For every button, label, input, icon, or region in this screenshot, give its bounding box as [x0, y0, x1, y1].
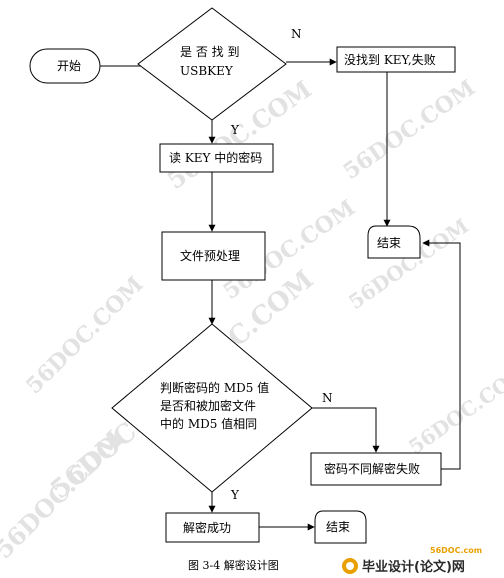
label-md5-no: N	[322, 391, 333, 405]
decision-md5-line2: 是否和被加密文件	[160, 398, 256, 413]
label-md5-yes: Y	[230, 488, 240, 502]
decision-md5-line1: 判断密码的 MD5 值	[160, 380, 269, 395]
logo-badge-inner-icon	[346, 562, 354, 570]
watermark-text: 56DOC.COM	[21, 271, 149, 399]
decision-md5: 判断密码的 MD5 值 是否和被加密文件 中的 MD5 值相同	[111, 323, 313, 493]
read-key-box: 读 KEY 中的密码	[159, 143, 274, 173]
not-found-fail-label: 没找到 KEY,失败	[344, 52, 436, 67]
end-node-top: 结束	[367, 225, 421, 259]
label-usbkey-no: N	[291, 27, 302, 41]
label-usbkey-yes: Y	[230, 123, 240, 137]
not-found-fail-box: 没找到 KEY,失败	[336, 46, 456, 73]
file-preprocess-label: 文件预处理	[180, 248, 240, 263]
end-node-bottom: 结束	[314, 510, 367, 544]
decrypt-ok-label: 解密成功	[183, 520, 231, 535]
start-label: 开始	[57, 59, 81, 73]
end-bottom-label: 结束	[326, 520, 350, 534]
decision-usbkey-line1: 是 否 找 到	[180, 45, 239, 59]
watermark-text: 56DOC.COM	[339, 75, 481, 185]
decision-usbkey-line2: USBKEY	[180, 64, 234, 78]
arrow-pwfail-to-end	[422, 239, 461, 470]
password-fail-box: 密码不同解密失败	[310, 452, 442, 486]
decision-usbkey: 是 否 找 到 USBKEY	[137, 7, 287, 121]
site-logo-domain: 56DOC.com	[430, 546, 482, 555]
read-key-label: 读 KEY 中的密码	[169, 150, 262, 165]
decision-md5-line3: 中的 MD5 值相同	[160, 416, 257, 431]
watermark-text: 56DOC.COM	[404, 359, 504, 459]
decrypt-ok-box: 解密成功	[165, 512, 260, 543]
site-logo: 56DOC.com 毕业设计(论文)网	[342, 546, 482, 575]
connectors	[100, 58, 461, 531]
password-fail-label: 密码不同解密失败	[324, 461, 420, 476]
figure-caption: 图 3-4 解密设计图	[188, 558, 279, 572]
end-top-label: 结束	[377, 236, 401, 250]
watermark-text: 56DOC.COM	[0, 424, 129, 564]
file-preprocess-box: 文件预处理	[161, 231, 266, 281]
site-logo-brand: 毕业设计(论文)网	[362, 559, 465, 575]
start-node: 开始	[29, 48, 101, 84]
arrow-md5-no	[312, 407, 380, 453]
